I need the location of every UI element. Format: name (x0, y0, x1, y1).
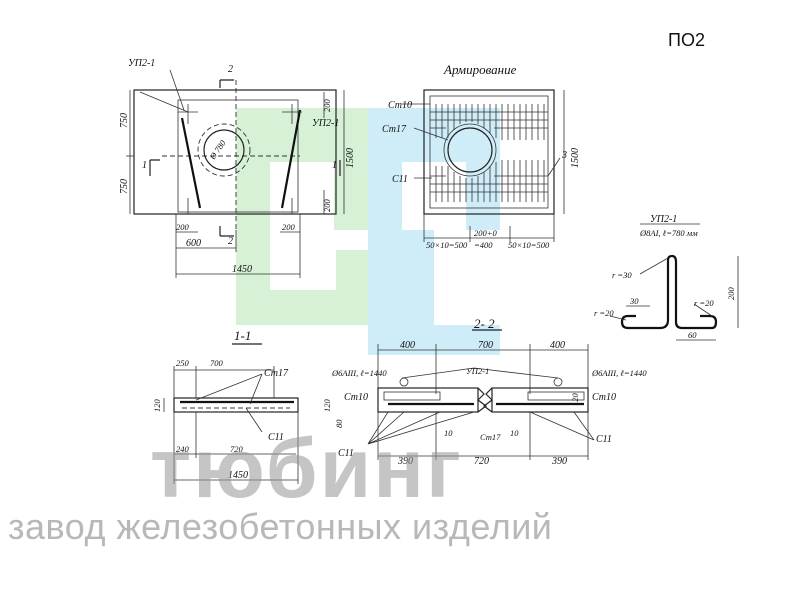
up-dim-60: 60 (688, 330, 697, 340)
plan-dim-1500: 1500 (345, 148, 356, 168)
plan-dim-200-b: 200 (322, 199, 332, 213)
plan-up-right-label: УП2-1 (312, 118, 339, 129)
section-2-2 (367, 329, 595, 460)
s22-dim-720: 720 (474, 456, 489, 467)
brand-watermark: тюбинг (150, 421, 464, 515)
reinf-mark-3: 3 (561, 150, 567, 161)
factory-caption: завод железобетонных изделий (8, 506, 553, 547)
up-r30: r =30 (612, 270, 632, 280)
reinf-dim-1500: 1500 (570, 148, 581, 168)
up-spec: Ø8АI, ℓ=780 мм (639, 228, 698, 238)
plan-dim-750-bottom: 750 (119, 179, 130, 194)
reinf-c11-label: С11 (392, 174, 408, 185)
plan-dim-200-c: 200 (176, 222, 190, 232)
plan-view (126, 69, 345, 278)
reinf-ct10-label: Ст10 (388, 100, 412, 111)
reinf-dim-left: 50×10=500 (426, 240, 468, 250)
reinf-dim-right: 50×10=500 (508, 240, 550, 250)
s11-dim-120: 120 (152, 399, 162, 413)
s22-rod-right: Ø6АIII, ℓ=1440 (591, 368, 647, 378)
s11-dim-250: 250 (176, 358, 190, 368)
plan-dim-750-top: 750 (119, 113, 130, 128)
plan-dim-600: 600 (186, 238, 201, 249)
s22-dim-390-right: 390 (551, 456, 567, 467)
s11-dim-700: 700 (210, 358, 224, 368)
section-1-1-title: 1-1 (234, 328, 251, 343)
s22-dim-400-right: 400 (550, 340, 565, 351)
s22-dim-10-b: 10 (510, 428, 519, 438)
reinf-title: Армирование (443, 62, 517, 77)
s22-dim-700: 700 (478, 340, 493, 351)
s22-dim-80: 80 (334, 419, 344, 428)
plan-dim-200-a: 200 (322, 99, 332, 113)
s11-c11: С11 (268, 432, 284, 443)
s22-dim-400-left: 400 (400, 340, 415, 351)
cut-1-left: 1 (142, 160, 147, 171)
s22-dim-10-a: 10 (444, 428, 453, 438)
s22-ct10-right: Ст10 (592, 392, 616, 403)
section-2-2-title: 2- 2 (474, 316, 495, 331)
s11-ct17: Ст17 (264, 368, 289, 379)
cut-2-bottom: 2 (228, 236, 233, 247)
up-r20-right: r =20 (694, 298, 714, 308)
s22-dim-120-left: 120 (322, 399, 332, 413)
plan-dim-200-d: 200 (282, 222, 296, 232)
s11-dim-720: 720 (230, 444, 244, 454)
s11-dim-1450: 1450 (228, 470, 248, 481)
reinf-dim-mid-2: =400 (474, 240, 493, 250)
s22-c11-left: С11 (338, 448, 354, 459)
s22-up-label: УП2-1 (466, 366, 489, 376)
s11-dim-240: 240 (176, 444, 190, 454)
cut-1-right: 1 (332, 160, 337, 171)
cut-2-top: 2 (228, 64, 233, 75)
reinf-ct17-label: Ст17 (382, 124, 407, 135)
plan-diameter: Ø 780 (207, 138, 228, 162)
plan-dim-1450: 1450 (232, 264, 252, 275)
up-dim-30: 30 (629, 296, 639, 306)
section-1-1 (163, 343, 299, 484)
up-dim-200: 200 (726, 287, 736, 301)
s22-dim-120-right: 120 (570, 393, 580, 407)
s22-ct17: Ст17 (480, 432, 501, 442)
drawing-code: ПО2 (668, 30, 705, 50)
plan-up-top-label: УП2-1 (128, 58, 155, 69)
s22-ct10-left: Ст10 (344, 392, 368, 403)
reinforcement-view (402, 89, 565, 242)
s22-rod-left: Ø6АIII, ℓ=1440 (331, 368, 387, 378)
s22-c11-right: С11 (596, 434, 612, 445)
up-detail (609, 223, 739, 341)
reinf-dim-mid: 200+0 (474, 228, 497, 238)
s22-dim-390-left: 390 (397, 456, 413, 467)
up-r20-left: r =20 (594, 308, 614, 318)
watermark-logo (236, 108, 500, 355)
up-title: УП2-1 (650, 214, 677, 225)
